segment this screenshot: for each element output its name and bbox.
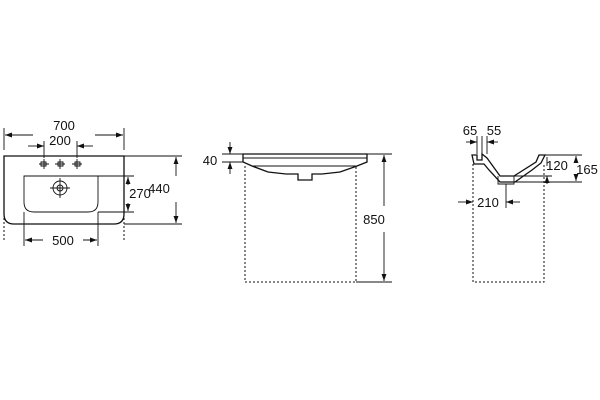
dim-165-label: 165 — [576, 162, 598, 177]
dim-440-label: 440 — [148, 181, 170, 196]
dim-270-label: 270 — [129, 186, 151, 201]
side-view-basin — [471, 152, 547, 183]
dim-65-label: 65 — [463, 123, 477, 138]
dim-210-label: 210 — [477, 195, 499, 210]
side-view: 65 55 120 165 210 — [458, 123, 598, 283]
tap-holes — [39, 159, 82, 169]
dim-55-label: 55 — [487, 123, 501, 138]
top-view: 700 200 440 270 500 — [4, 118, 182, 248]
side-view-cabinet — [472, 164, 545, 283]
dim-200-label: 200 — [49, 133, 71, 148]
side-view-trap — [497, 176, 515, 185]
front-view-cabinet — [244, 166, 357, 283]
dim-120-label: 120 — [546, 158, 568, 173]
dim-850-label: 850 — [363, 212, 385, 227]
dim-40-label: 40 — [203, 153, 217, 168]
top-view-basin-outline — [3, 155, 125, 225]
drain-icon — [50, 178, 70, 198]
front-view: 40 850 — [203, 142, 392, 282]
dim-700-label: 700 — [53, 118, 75, 133]
dim-500-label: 500 — [52, 233, 74, 248]
top-view-bowl — [23, 175, 99, 213]
front-view-basin — [242, 153, 368, 181]
